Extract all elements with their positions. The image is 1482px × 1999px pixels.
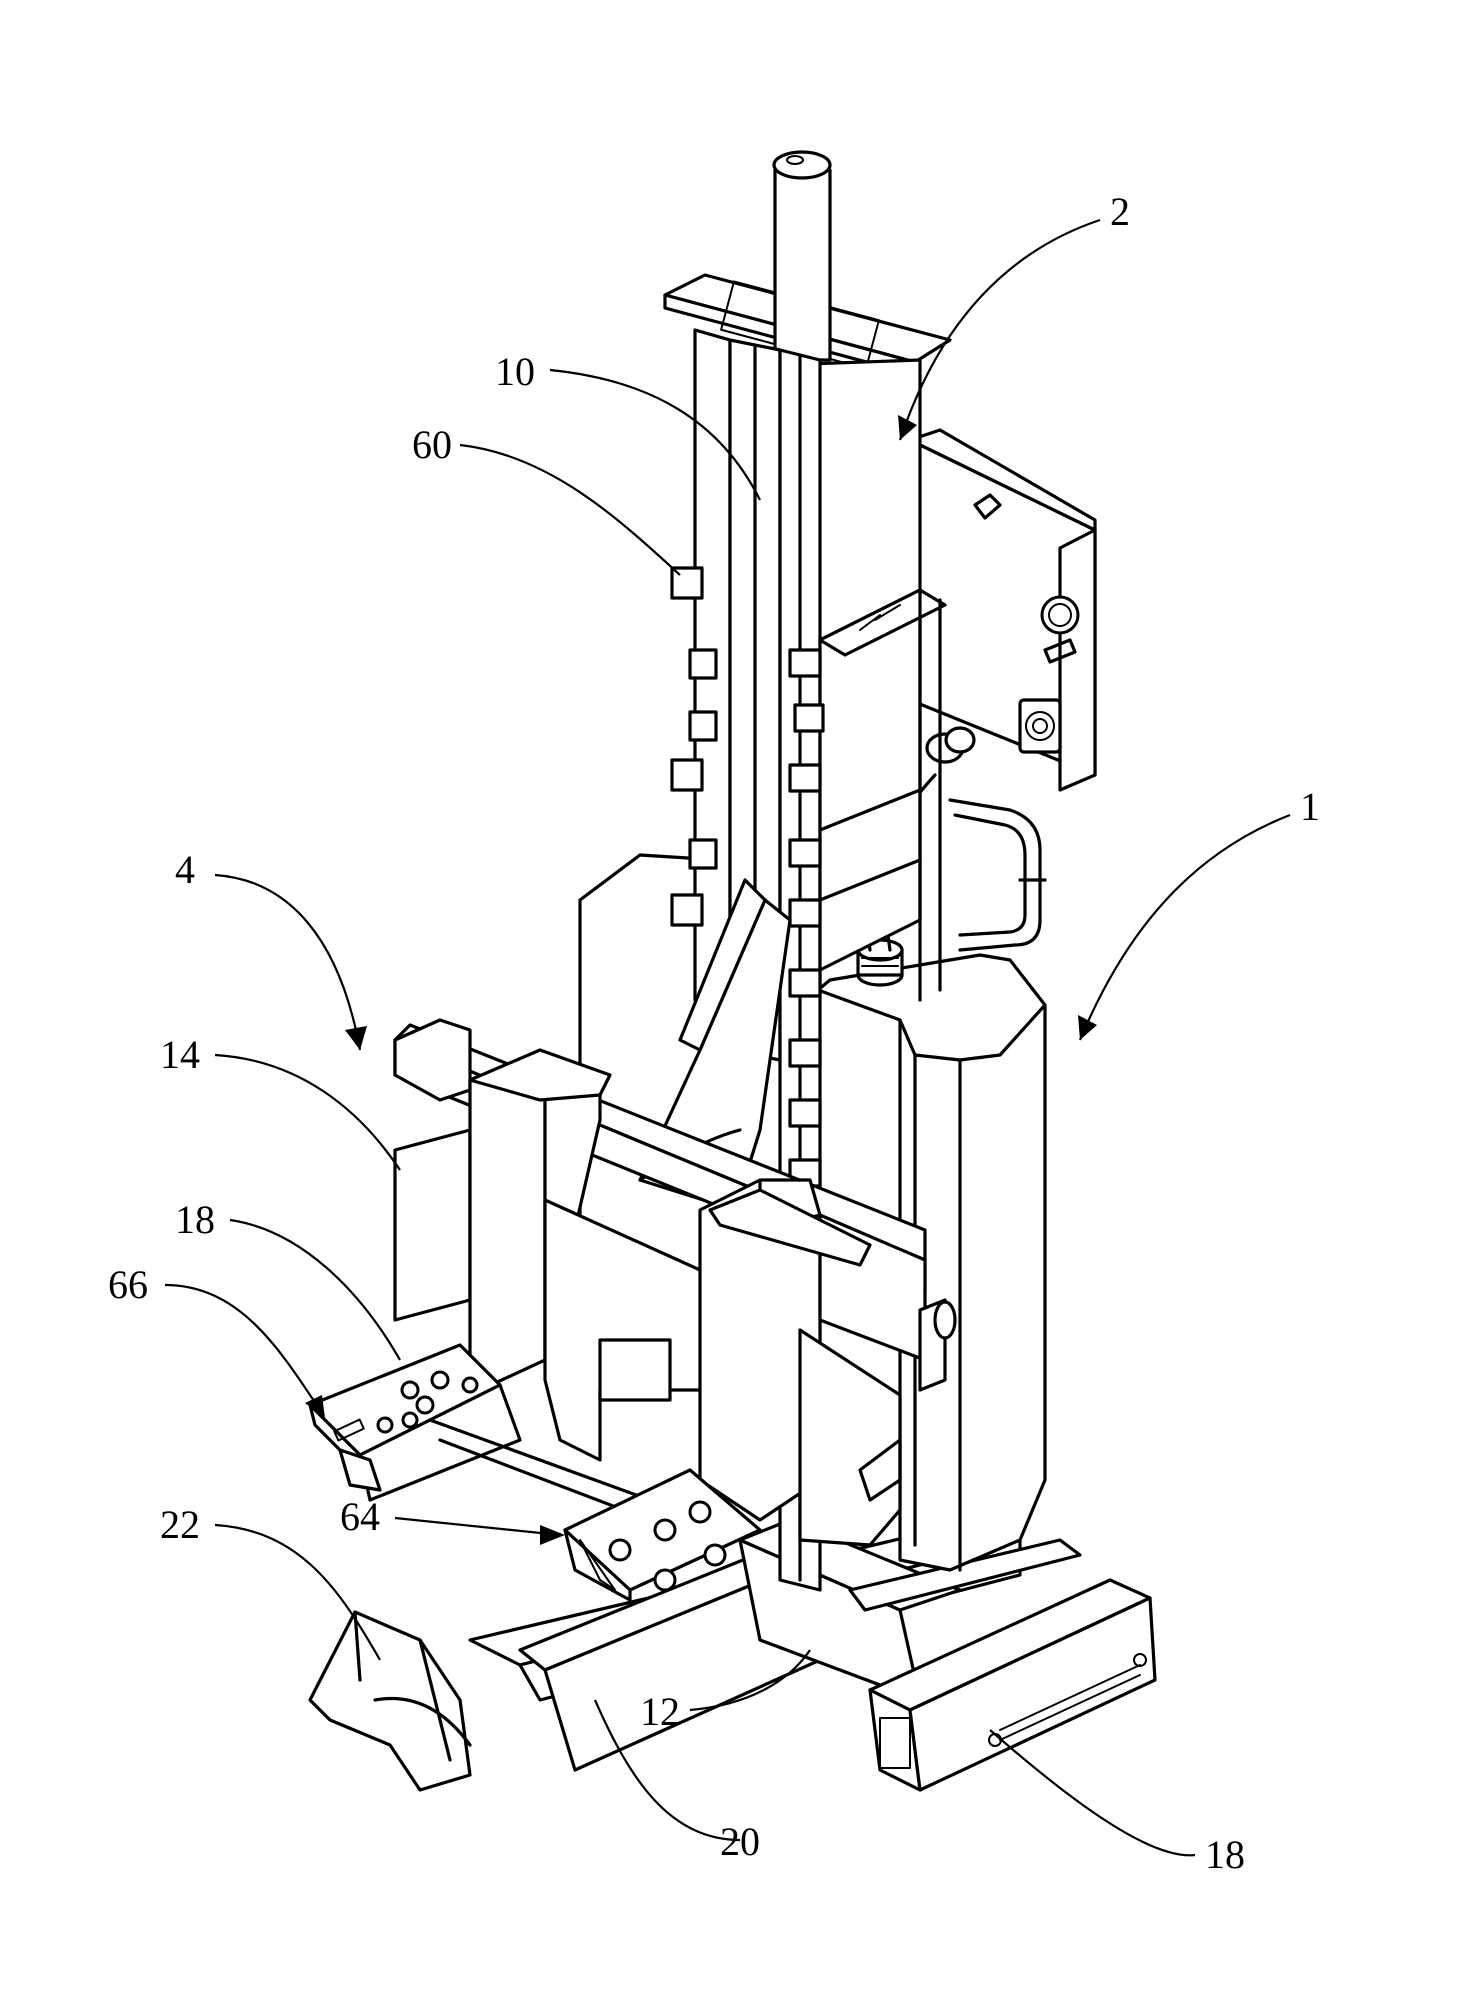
label-18-left: 18 (175, 1197, 215, 1242)
label-14: 14 (160, 1032, 200, 1077)
label-1: 1 (1300, 784, 1320, 829)
label-4: 4 (175, 847, 195, 892)
label-20: 20 (720, 1819, 760, 1864)
label-2: 2 (1110, 189, 1130, 234)
label-60: 60 (412, 422, 452, 467)
label-22: 22 (160, 1502, 200, 1547)
label-18-right: 18 (1205, 1832, 1245, 1877)
label-66: 66 (108, 1262, 148, 1307)
label-10: 10 (495, 349, 535, 394)
handle (950, 800, 1045, 950)
base-frame (310, 1520, 1155, 1790)
label-64: 64 (340, 1494, 380, 1539)
label-12: 12 (640, 1689, 680, 1734)
